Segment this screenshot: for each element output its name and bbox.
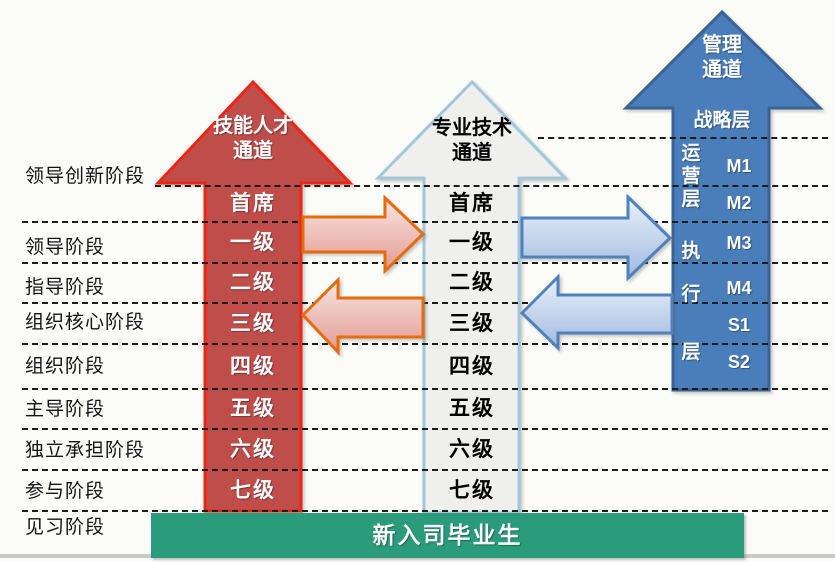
execution-layer-char: 行 bbox=[681, 284, 701, 305]
stage-label: 见习阶段 bbox=[25, 517, 106, 538]
skill-level: 七级 bbox=[230, 479, 276, 502]
level-divider-line bbox=[22, 262, 828, 264]
level-divider-line bbox=[22, 428, 828, 430]
level-divider-line bbox=[22, 302, 828, 304]
level-divider-line bbox=[155, 185, 828, 187]
operation-layer-char: 营 bbox=[681, 166, 701, 187]
professional-level: 首席 bbox=[449, 192, 495, 215]
stage-label: 主导阶段 bbox=[25, 399, 106, 420]
level-divider-line bbox=[22, 510, 828, 512]
level-divider-line bbox=[22, 469, 828, 471]
professional-level: 六级 bbox=[449, 438, 495, 461]
management-grade: M2 bbox=[726, 193, 752, 213]
level-divider-line bbox=[22, 221, 828, 223]
professional-level: 二级 bbox=[449, 271, 495, 294]
skill-to-professional-arrow bbox=[301, 194, 426, 275]
skill-channel-title-line1: 技能人才 bbox=[213, 115, 293, 137]
management-grade: S2 bbox=[727, 352, 751, 372]
stage-label: 参与阶段 bbox=[25, 481, 106, 502]
level-divider-line bbox=[22, 343, 828, 345]
professional-level: 四级 bbox=[449, 355, 495, 378]
execution-layer-char: 层 bbox=[681, 342, 701, 363]
operation-layer-char: 层 bbox=[681, 189, 701, 210]
stage-label: 领导阶段 bbox=[25, 237, 106, 258]
professional-to-management-arrow bbox=[520, 193, 673, 282]
professional-level: 三级 bbox=[449, 312, 495, 335]
professional-to-skill-arrow bbox=[300, 276, 425, 356]
professional-channel-title-line1: 专业技术 bbox=[432, 117, 512, 139]
new-graduate-banner: 新入司毕业生 bbox=[151, 513, 744, 558]
skill-channel-title-line2: 通道 bbox=[233, 140, 273, 162]
skill-level: 首席 bbox=[230, 192, 276, 215]
professional-channel-title: 专业技术 通道 bbox=[372, 116, 572, 166]
stage-label: 组织核心阶段 bbox=[25, 312, 146, 333]
skill-level: 二级 bbox=[230, 271, 276, 294]
skill-level: 四级 bbox=[230, 355, 276, 378]
professional-level: 一级 bbox=[449, 231, 495, 254]
level-divider-line bbox=[538, 137, 828, 139]
skill-level: 五级 bbox=[230, 397, 276, 420]
stage-label: 指导阶段 bbox=[25, 277, 106, 298]
management-channel-title: 管理 通道 bbox=[622, 33, 822, 83]
management-channel-title-line1: 管理 bbox=[702, 34, 742, 56]
skill-level: 六级 bbox=[230, 438, 276, 461]
management-grade: M1 bbox=[726, 156, 752, 176]
stage-label: 领导创新阶段 bbox=[25, 166, 146, 187]
execution-layer-char: 执 bbox=[681, 241, 701, 262]
stage-label: 组织阶段 bbox=[25, 356, 106, 377]
management-channel-title-line2: 通道 bbox=[702, 59, 742, 81]
stage-label: 独立承担阶段 bbox=[25, 440, 146, 461]
professional-channel-title-line2: 通道 bbox=[452, 142, 492, 164]
skill-channel-title: 技能人才 通道 bbox=[153, 114, 353, 164]
management-grade: M3 bbox=[726, 233, 752, 253]
management-channel-arrow bbox=[622, 9, 824, 392]
professional-level: 五级 bbox=[449, 397, 495, 420]
professional-level: 七级 bbox=[449, 479, 495, 502]
management-to-professional-arrow bbox=[519, 273, 674, 352]
new-graduate-banner-label: 新入司毕业生 bbox=[372, 522, 523, 548]
skill-level: 三级 bbox=[230, 312, 276, 335]
management-grade: S1 bbox=[727, 315, 751, 335]
management-grade: M4 bbox=[726, 278, 752, 298]
skill-level: 一级 bbox=[230, 231, 276, 254]
strategy-layer-label: 战略层 bbox=[693, 110, 751, 131]
level-divider-line bbox=[22, 388, 828, 390]
operation-layer-char: 运 bbox=[681, 143, 701, 164]
